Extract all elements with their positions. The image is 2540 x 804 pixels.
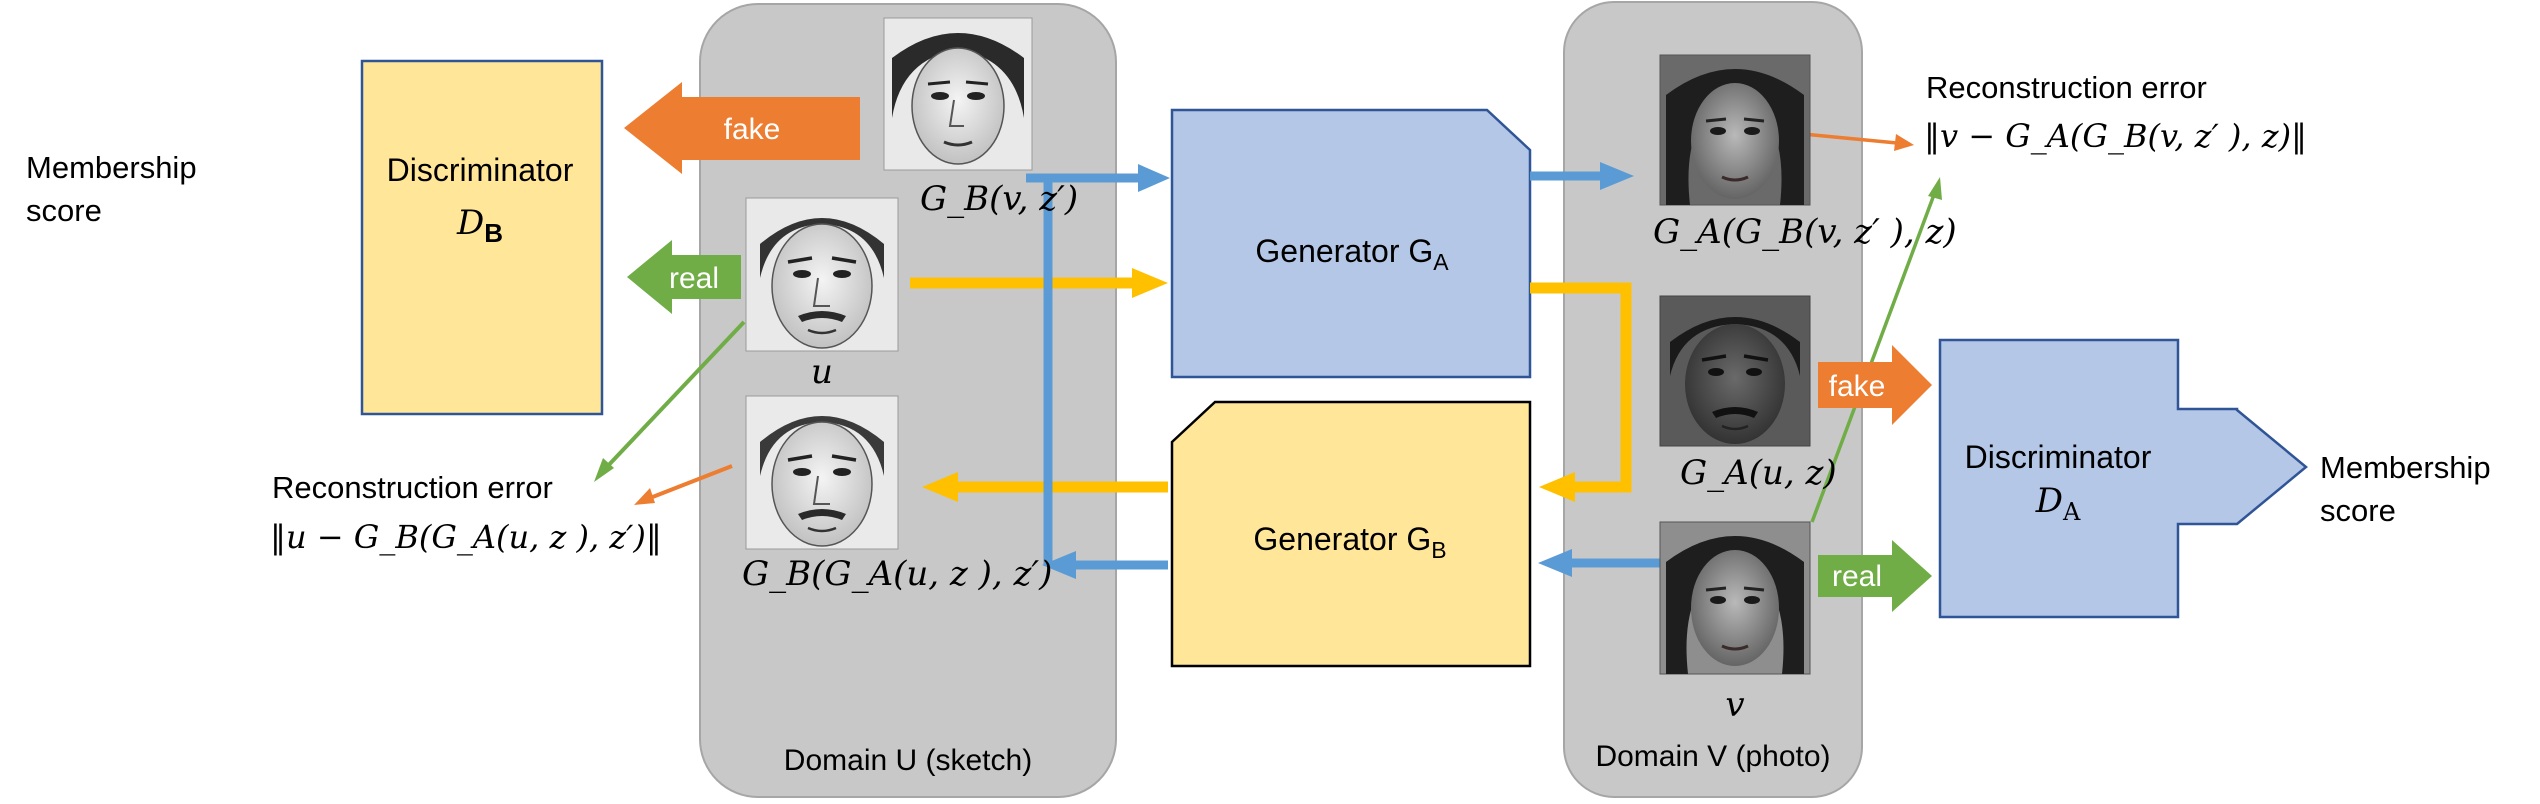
fake-arrow-left: fake (624, 82, 860, 174)
generator-a-label: Generator GA (1255, 233, 1449, 275)
reconstruction-arrows (594, 132, 1942, 523)
caption-ga-u: G_A(u, z) (1680, 453, 1837, 493)
photo-face-recon (1659, 54, 1811, 206)
real-tag-right: real (1832, 560, 1882, 593)
generator-b-box: Generator GB (1170, 400, 1532, 668)
real-arrow-right: real (1818, 540, 1932, 612)
domain-u-label: Domain U (sketch) (784, 744, 1032, 777)
photo-face-fake (1659, 295, 1811, 447)
discriminator-b-box: Discriminator DB (360, 59, 604, 416)
discriminator-a-label: Discriminator (1965, 439, 2152, 475)
sketch-face-recon (745, 395, 899, 550)
recon-left-formula: ‖u − G_B(G_A(u, z ), z′)‖ (270, 518, 662, 556)
photo-face-real (1659, 521, 1811, 675)
sketch-face-fake (883, 17, 1033, 171)
domain-v-label: Domain V (photo) (1595, 740, 1830, 773)
fake-tag-left: fake (724, 113, 781, 146)
recon-right-formula: ‖v − G_A(G_B(v, z′ ), z)‖ (1924, 117, 2307, 155)
fake-tag-right: fake (1829, 370, 1886, 403)
caption-ga-gb-v: G_A(G_B(v, z′ ), z) (1653, 212, 1957, 252)
caption-gb-ga-u: G_B(G_A(u, z ), z′) (742, 554, 1052, 594)
generator-a-box: Generator GA (1170, 108, 1532, 379)
sketch-face-real (745, 197, 899, 352)
recon-left-title: Reconstruction error (272, 470, 553, 505)
discriminator-a-symbol: DA (2035, 481, 2081, 526)
discriminator-b-label: Discriminator (387, 152, 574, 188)
discriminator-b-symbol: DB (456, 203, 503, 248)
recon-right-title: Reconstruction error (1926, 70, 2207, 105)
yellow-arrows (910, 268, 1632, 502)
discriminator-a-box: Discriminator DA (1938, 338, 2308, 619)
blue-arrows (1026, 162, 1660, 579)
fake-arrow-right: fake (1818, 345, 1932, 425)
caption-u: u (811, 352, 833, 392)
generator-b-label: Generator GB (1253, 521, 1446, 563)
caption-v: v (1725, 685, 1744, 725)
caption-gb-v-z: G_B(v, z′) (920, 179, 1078, 219)
real-tag-left: real (669, 262, 719, 295)
real-arrow-left: real (627, 240, 741, 314)
